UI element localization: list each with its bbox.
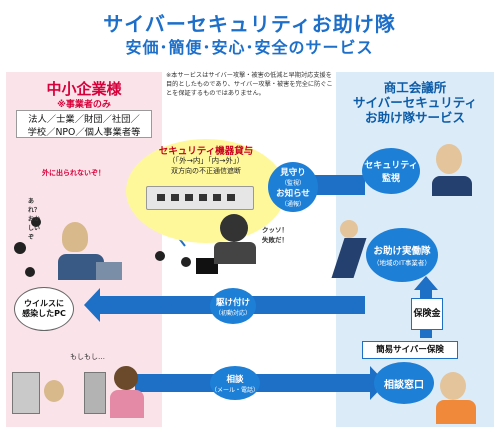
consult-window-label: 相談窓口 [384, 379, 424, 391]
notify-sub: （通報） [280, 201, 305, 208]
laptop-icon [96, 262, 122, 280]
entity-line2: 学校／NPO／個人事業者等 [27, 127, 141, 138]
monitor-title: 見守り [280, 168, 306, 178]
consult-sub: （メール・電話） [210, 386, 259, 394]
security-line1: セキュリティ [364, 161, 418, 171]
right-heading-line2: サイバーセキュリティ [352, 95, 477, 110]
consult-arrow [135, 366, 386, 400]
security-staff-body-icon [432, 176, 472, 196]
virus-icon [181, 257, 191, 267]
rescue-team-bubble: お助け実働隊 （地域のIT事業者） [366, 228, 438, 282]
consult-title: 相談 [226, 374, 244, 385]
device-title: セキュリティ機器貸与 [158, 146, 254, 157]
virus-pc-line2: 感染したPC [22, 309, 66, 318]
virus-icon [31, 217, 41, 227]
right-heading-line3: お助け隊サービス [364, 110, 465, 125]
entity-line1: 法人／士業／財団／社団／ [28, 114, 140, 125]
worried-man-icon [62, 222, 88, 252]
consult-bubble: 相談 （メール・電話） [210, 366, 260, 400]
left-heading: 中小企業様 [46, 80, 122, 98]
running-staff-icon [340, 220, 358, 238]
factory-icon [12, 372, 40, 414]
virus-icon [14, 242, 26, 254]
speech-outside: 外に出られないぞ！ [42, 169, 105, 177]
right-heading: 商工会議所 サイバーセキュリティ お助け隊サービス [336, 80, 494, 125]
consult-window-bubble: 相談窓口 [374, 362, 434, 404]
virus-icon [155, 251, 165, 261]
operator-body-icon [436, 400, 476, 424]
right-heading-line1: 商工会議所 [383, 80, 447, 95]
notify-title: お知らせ [276, 189, 310, 199]
main-title: サイバーセキュリティお助け隊 [103, 12, 396, 36]
entity-types-box: 法人／士業／財団／社団／ 学校／NPO／個人事業者等 [16, 110, 152, 138]
left-subheading: ※事業者のみ [57, 100, 111, 110]
rush-title: 駆け付け [215, 297, 250, 308]
rescue-title: お助け実働隊 [373, 246, 431, 257]
virus-pc-line1: ウイルスに [23, 299, 64, 308]
security-staff-icon [436, 144, 462, 174]
device-block: 双方向の不正通信遮断 [171, 167, 241, 175]
building-icon [84, 372, 106, 414]
rescue-sub: （地域のIT事業者） [373, 259, 431, 267]
infected-pc-bubble: ウイルスに 感染したPC [14, 287, 74, 331]
monitor-notify-bubble: 見守り （監視） お知らせ （通報） [268, 162, 318, 212]
main-subtitle: 安価･簡便･安心･安全のサービス [125, 38, 374, 57]
rush-sub: （初動対応） [214, 309, 251, 317]
security-monitor-bubble: セキュリティ 監視 [362, 148, 420, 194]
hacker-icon [220, 214, 248, 242]
speech-worried: あれ？おかしいぞ [28, 198, 41, 241]
rush-bubble: 駆け付け （初動対応） [210, 288, 256, 324]
hacker-speech: クッソ！失敗だ！ [262, 226, 288, 244]
woman-body-icon [110, 390, 144, 418]
elder-man-icon [44, 380, 64, 402]
router-icon [146, 186, 254, 210]
device-direction: （「外→内」「内→外」） [167, 156, 245, 165]
virus-icon [25, 267, 35, 277]
skull-flag-icon [196, 258, 218, 274]
security-line2: 監視 [381, 174, 400, 184]
speech-moshimoshi: もしもし… [70, 353, 105, 361]
simple-insurance-box: 簡易サイバー保険 [362, 341, 458, 359]
disclaimer-note: ※本サービスはサイバー攻撃・被害の低減と早期対応支援を目的としたものであり、サイ… [166, 72, 333, 97]
woman-icon [114, 366, 138, 390]
hacker-body-icon [214, 242, 256, 264]
operator-icon [440, 372, 466, 400]
monitor-sub: （監視） [280, 180, 305, 187]
insurance-box: 保険金 [411, 298, 443, 330]
